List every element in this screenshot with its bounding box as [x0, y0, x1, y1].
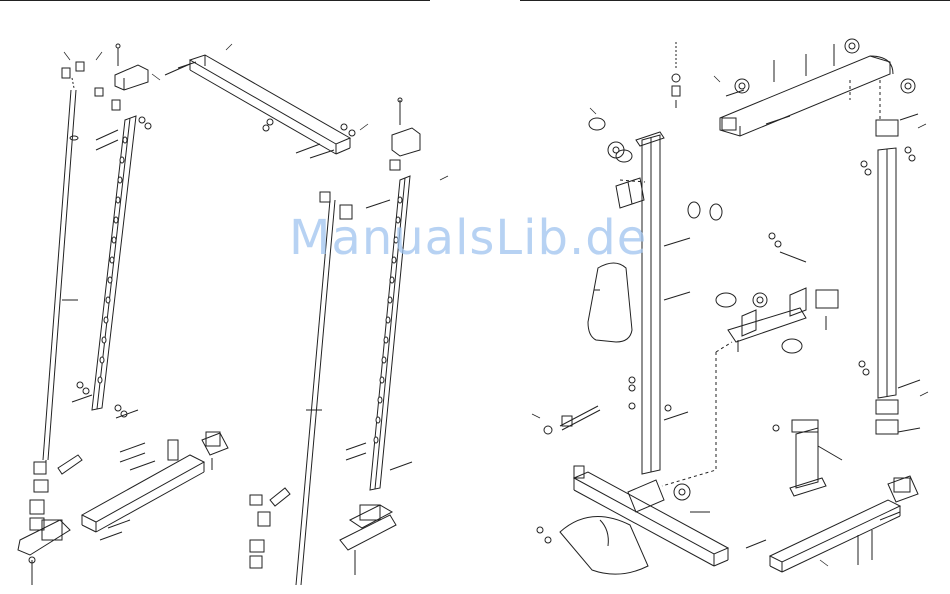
- top-bracket-left: [115, 65, 148, 90]
- guide-rod-right-a: [296, 192, 352, 585]
- top-beam-left: [190, 55, 350, 154]
- rear-base-right: [770, 476, 918, 572]
- rear-upright-right: [876, 120, 898, 434]
- seat-pad: [588, 263, 632, 342]
- cable-path: [620, 80, 880, 486]
- leg-press-arm: [716, 288, 838, 353]
- left-page-drawing: [18, 44, 420, 585]
- base-assembly-right-a: [250, 200, 412, 575]
- guide-rod-left: [43, 90, 78, 468]
- seat-post-stand: [773, 420, 842, 496]
- right-page-drawing: [537, 39, 920, 574]
- base-guard: [560, 516, 648, 574]
- top-bolts-left: [96, 62, 355, 158]
- bolts-right: [537, 44, 920, 548]
- base-assembly-left: [82, 432, 228, 532]
- upright-post-left: [92, 116, 136, 410]
- main-upright-right: [636, 132, 664, 474]
- pulleys-right: [589, 39, 915, 500]
- upright-post-right-a: [370, 98, 420, 490]
- pulley-carriage-left: [18, 455, 82, 585]
- handle-rod-right: [544, 406, 600, 434]
- upright-bracket-right: [616, 178, 644, 208]
